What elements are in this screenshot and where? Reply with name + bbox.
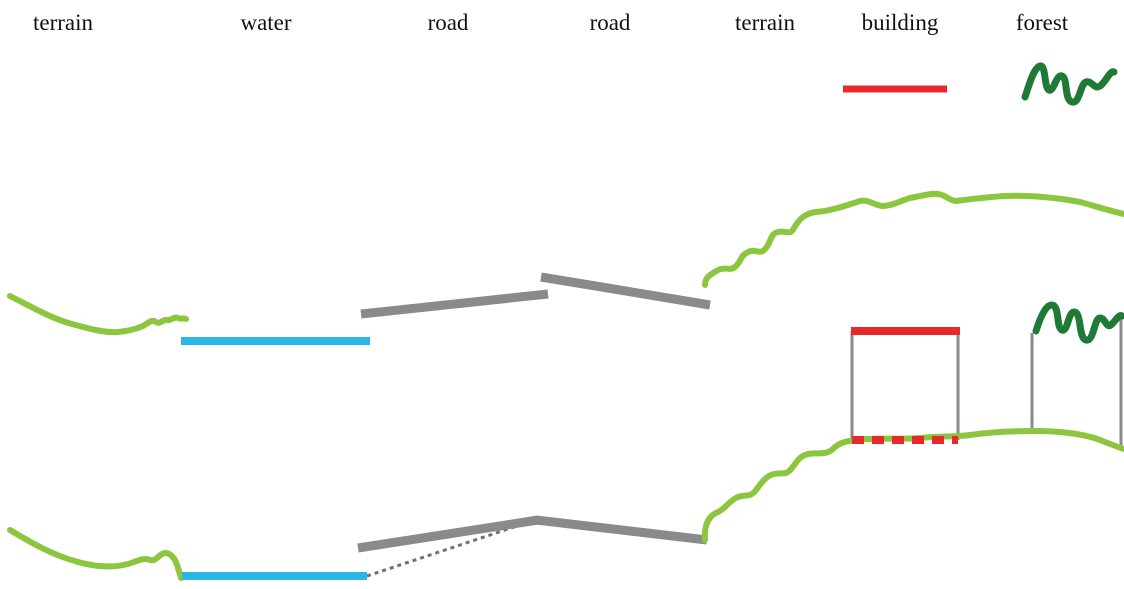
- label-terrain-2: terrain: [735, 10, 796, 35]
- column-labels: terrain water road road terrain building…: [33, 10, 1069, 35]
- upper-terrain-right: [702, 190, 1124, 288]
- lower-terrain-left: [7, 527, 184, 581]
- label-road-2: road: [590, 10, 631, 35]
- label-forest: forest: [1016, 10, 1069, 35]
- label-building: building: [862, 10, 939, 35]
- raised-objects: [850, 301, 1124, 448]
- lower-road-2: [535, 515, 708, 545]
- upper-terrain-left: [7, 293, 189, 336]
- upper-road-2: [540, 272, 711, 310]
- upper-road-1: [360, 289, 549, 319]
- legend-symbols: [843, 62, 1118, 106]
- upper-profile: [7, 190, 1124, 345]
- lower-terrain-right: [701, 428, 1124, 543]
- label-road-1: road: [428, 10, 469, 35]
- label-water: water: [240, 10, 291, 35]
- label-terrain-1: terrain: [33, 10, 94, 35]
- forest-canopy-scribble: [1032, 301, 1124, 344]
- lower-profile: [7, 428, 1124, 581]
- forest-legend-scribble: [1021, 62, 1118, 106]
- lower-road-1: [357, 515, 539, 553]
